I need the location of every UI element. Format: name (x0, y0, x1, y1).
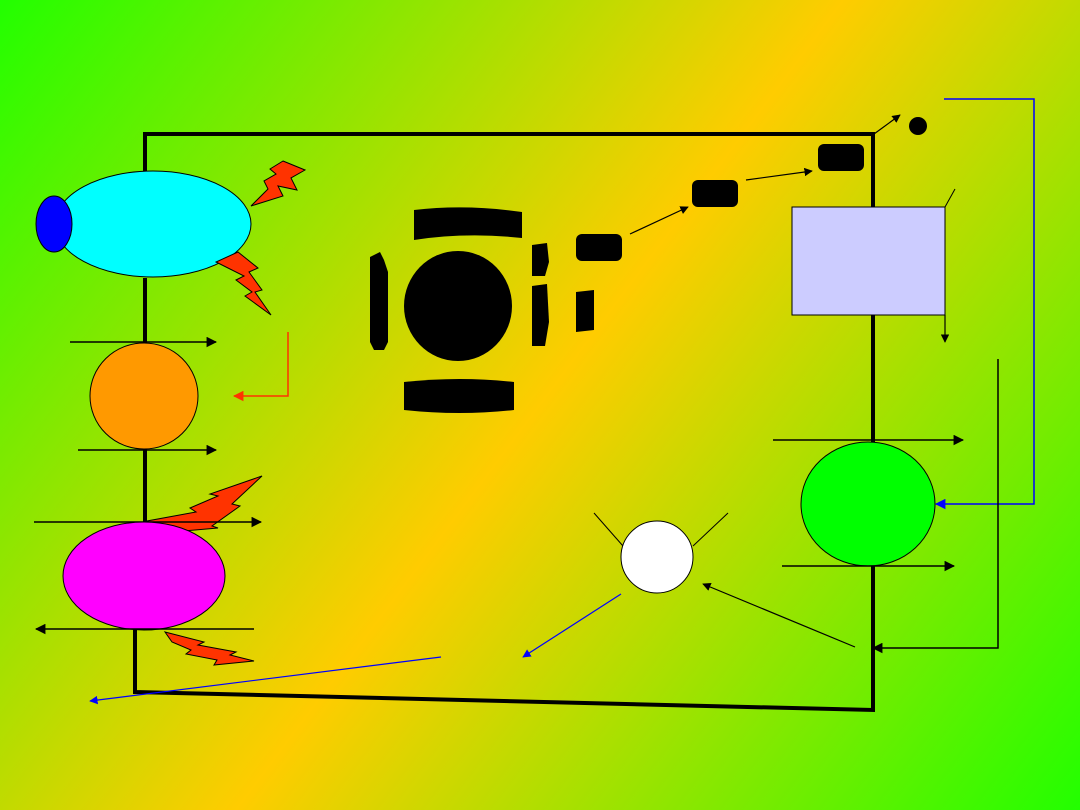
white-circle (620, 520, 694, 594)
red-arrow (232, 332, 289, 402)
black-pill-1 (576, 234, 622, 261)
green-circle (800, 441, 936, 567)
black-dot (909, 117, 927, 135)
arrow-line (873, 114, 901, 135)
black-bar-left (370, 252, 388, 350)
black-pill-2 (692, 180, 738, 207)
black-bar-top (414, 207, 522, 240)
blue-cap (35, 195, 73, 253)
magenta-ellipse (62, 521, 226, 631)
tick-line (593, 512, 624, 547)
blue-arrow (934, 98, 1035, 510)
black-bar-far-right (576, 290, 594, 332)
tick-line (692, 512, 729, 547)
arrow-line (702, 583, 856, 648)
blue-arrow (522, 593, 622, 658)
lavender-box (791, 206, 946, 316)
lightning-bolt-icon (163, 631, 255, 666)
black-bar-right-bottom (532, 284, 549, 346)
arrow-line (629, 206, 689, 235)
black-pill-3 (818, 144, 864, 171)
frame-bottom-connector (133, 566, 875, 713)
black-bar-bottom (404, 379, 514, 413)
tick-line (944, 188, 956, 208)
blue-arrow (89, 656, 442, 705)
lightning-bolt-icon (250, 160, 307, 207)
frame-top-left-connector (143, 132, 875, 207)
orange-circle (89, 342, 199, 450)
arrow-line (871, 359, 999, 654)
arrow-line (745, 167, 813, 181)
lightning-bolt-icon (214, 251, 272, 316)
black-bar-right-top (532, 243, 549, 276)
center-black-circle (404, 251, 512, 361)
